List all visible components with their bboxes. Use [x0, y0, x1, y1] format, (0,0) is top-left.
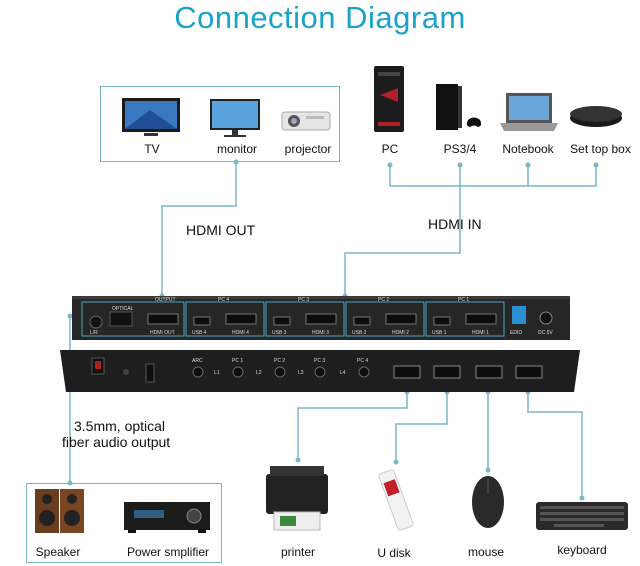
- panel-text-pc4: PC 4: [218, 297, 229, 303]
- output-devices-box: [100, 86, 340, 162]
- device-label-set-top-box: Set top box: [570, 142, 631, 156]
- audio-label-line2: fiber audio output: [62, 434, 171, 450]
- panel-text-hdmi2: HDMI 2: [392, 330, 409, 336]
- rear-text-l4: L4: [340, 370, 346, 376]
- rear-text-l3: L3: [298, 370, 304, 376]
- panel-text-edid: EDID: [510, 330, 522, 336]
- rear-text-pc1: PC 1: [232, 358, 243, 364]
- device-label-power-amplifier: Power smplifier: [126, 545, 210, 559]
- diagram-title: Connection Diagram: [174, 0, 466, 35]
- panel-text-usb1: USB 1: [432, 330, 447, 336]
- device-label-tv: TV: [144, 142, 160, 156]
- hdmi-out-label: HDMI OUT: [186, 222, 256, 238]
- audio-label-line1: 3.5mm, optical: [74, 418, 166, 434]
- rear-text-l1: L1: [214, 370, 220, 376]
- panel-text-lr: L/R: [90, 330, 98, 336]
- device-label-notebook: Notebook: [502, 142, 554, 156]
- device-label-mouse: mouse: [467, 545, 505, 559]
- device-label-speaker: Speaker: [35, 545, 81, 559]
- rear-text-arc: ARC: [192, 358, 203, 364]
- device-label-pc: PC: [381, 142, 399, 156]
- hdmi-in-label: HDMI IN: [428, 216, 482, 232]
- audio-devices-box: [26, 483, 222, 563]
- panel-text-usb3: USB 3: [272, 330, 287, 336]
- panel-text-hdmi3: HDMI 3: [312, 330, 329, 336]
- device-label-u-disk: U disk: [377, 546, 411, 560]
- panel-text-pc2: PC 2: [378, 297, 389, 303]
- rear-text-l2: L2: [256, 370, 262, 376]
- device-label-projector: projector: [284, 142, 332, 156]
- panel-text-hdmi-out: HDMI OUT: [150, 330, 175, 336]
- device-label-ps34: PS3/4: [443, 142, 477, 156]
- panel-text-usb2: USB 2: [352, 330, 367, 336]
- rear-text-pc3: PC 3: [314, 358, 325, 364]
- panel-text-pc3: PC 3: [298, 297, 309, 303]
- panel-text-hdmi1: HDMI 1: [472, 330, 489, 336]
- panel-text-output: OUTPUT: [155, 297, 176, 303]
- rear-text-pc2: PC 2: [274, 358, 285, 364]
- device-label-keyboard: keyboard: [557, 543, 607, 557]
- device-label-printer: printer: [280, 545, 315, 559]
- panel-text-hdmi4: HDMI 4: [232, 330, 249, 336]
- panel-text-optical: OPTICAL: [112, 306, 134, 312]
- panel-text-dc5v: DC 5V: [538, 330, 553, 336]
- rear-text-pc4: PC 4: [357, 358, 368, 364]
- panel-text-usb4: USB 4: [192, 330, 207, 336]
- device-label-monitor: monitor: [216, 142, 257, 156]
- panel-text-pc1: PC 1: [458, 297, 469, 303]
